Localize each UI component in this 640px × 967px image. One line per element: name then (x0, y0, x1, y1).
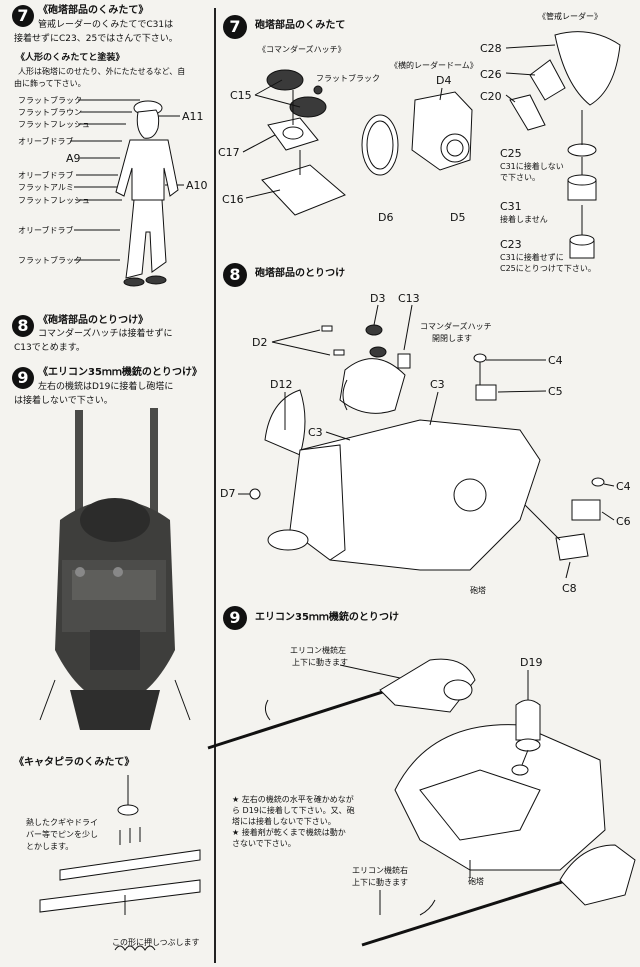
step-9-badge: 9 (12, 367, 34, 389)
figure-line-2: 由に飾って下さい。 (14, 79, 86, 88)
right-step-9-title: エリコン35ｍｍ機銃のとりつけ (255, 612, 400, 623)
part-label-d4: D4 (436, 74, 452, 87)
track-line-1: 熱したクギやドライ (26, 818, 98, 827)
part-label-c3: C3 (430, 378, 445, 391)
part-label-c6: C6 (616, 515, 631, 528)
paint-label: オリーブドラブ (18, 226, 74, 235)
commander-hatch-label: 《コマンダーズハッチ》 (258, 45, 346, 54)
warning-line-1: ★ 左右の機銃の水平を確かめなが (232, 795, 354, 804)
paint-label: オリーブドラブ (18, 137, 74, 146)
hatch-note-line-1: コマンダーズハッチ (420, 322, 492, 331)
paint-label: フラットフレッシュ (18, 196, 90, 205)
left-step-9-line-2: は接着しないで下さい。 (14, 396, 113, 406)
track-line-2: バー等でピンを少し (26, 830, 98, 839)
part-label-c4: C4 (616, 480, 631, 493)
radar-note: 接着しません (500, 215, 548, 224)
left-step-7-line-2: 接着せずにC23、25ではさんで下さい。 (14, 34, 178, 44)
paint-label: フラットアルミ (18, 183, 74, 192)
part-label-c5: C5 (548, 385, 563, 398)
part-label-a9: A9 (66, 152, 81, 165)
gun-left-note-1: エリコン機銃左 (290, 646, 346, 655)
step-7-badge: 7 (12, 5, 34, 27)
part-label-d12: D12 (270, 378, 293, 391)
turret-photo (39, 408, 191, 730)
step-7-badge-right: 7 (223, 15, 247, 39)
part-label-d19: D19 (520, 656, 543, 669)
warning-line-3: 塔には接着しないで下さい。 (232, 817, 336, 826)
part-label-d6: D6 (378, 211, 394, 224)
part-label-d2: D2 (252, 336, 268, 349)
radar-note: C25にとりつけて下さい。 (500, 264, 596, 273)
warning-line-5: さないで下さい。 (232, 839, 296, 848)
left-step-9-title: 《エリコン35ｍｍ機銃のとりつけ》 (38, 367, 203, 378)
track-line-3: とかします。 (26, 842, 74, 851)
track-bottom-note: この形に押しつぶします (112, 938, 200, 947)
track-title: 《キャタピラのくみたて》 (14, 757, 135, 768)
part-label-c26: C26 (480, 68, 502, 81)
gun-right-note-1: エリコン機銃右 (352, 866, 408, 875)
figure-illustration (70, 99, 184, 287)
part-label-c15: C15 (230, 89, 252, 102)
step-8-badge: 8 (12, 315, 34, 337)
radar-note: で下さい。 (500, 173, 540, 182)
track-illustration (39, 775, 201, 951)
part-label-c8: C8 (562, 582, 577, 595)
part-label-c20: C20 (480, 90, 502, 103)
part-label-c16: C16 (222, 193, 244, 206)
step-7-assembly-diagram (242, 31, 621, 259)
left-step-9-line-1: 左右の機銃はD19に接着し砲塔に (38, 382, 174, 392)
part-label-d5: D5 (450, 211, 466, 224)
step-9-turret-label: 砲塔 (468, 877, 484, 886)
part-label-a10: A10 (186, 179, 208, 192)
left-step-8-title: 《砲塔部品のとりつけ》 (38, 315, 149, 326)
flat-black-label: フラットブラック (316, 74, 380, 83)
part-label-d3: D3 (370, 292, 386, 305)
part-label-c28: C28 (480, 42, 502, 55)
radar-title-label: 《管戒レーダー》 (538, 12, 602, 21)
paint-label: フラットブラック (18, 96, 82, 105)
part-label-c31: C31 (500, 200, 522, 213)
radar-dome-label: 《横的レーダードーム》 (390, 61, 478, 70)
step-9-badge-right: 9 (223, 606, 247, 630)
column-divider (214, 8, 216, 963)
part-label-c13: C13 (398, 292, 420, 305)
warning-line-4: ★ 接着剤が乾くまで機銃は動か (232, 828, 346, 837)
right-step-7-title: 砲塔部品のくみたて (255, 20, 346, 31)
paint-label: フラットブラウン (18, 108, 82, 117)
figure-title: 《人形のくみたてと塗装》 (16, 53, 125, 63)
step-8-turret-label: 砲塔 (470, 586, 486, 595)
left-step-8-line-2: C13でとめます。 (14, 343, 85, 353)
radar-note: C31に接着せずに (500, 253, 564, 262)
part-label-a11: A11 (182, 110, 204, 123)
paint-label: フラットフレッシュ (18, 120, 90, 129)
paint-label: フラットブラック (18, 256, 82, 265)
step-8-turret-diagram (238, 304, 615, 579)
gun-right-note-2: 上下に動きます (352, 878, 408, 887)
part-label-d7: D7 (220, 487, 236, 500)
warning-line-2: ら D19に接着して下さい。又、砲 (232, 806, 355, 815)
radar-note: C31に接着しない (500, 162, 564, 171)
part-label-c3: C3 (308, 426, 323, 439)
part-label-c25: C25 (500, 147, 522, 160)
left-step-8-line-1: コマンダーズハッチは接着せずに (38, 329, 173, 339)
part-label-c4: C4 (548, 354, 563, 367)
left-step-7-title: 《砲塔部品のくみたて》 (38, 5, 149, 16)
step-8-badge-right: 8 (223, 263, 247, 287)
gun-left-note-2: 上下に動きます (292, 658, 348, 667)
right-step-8-title: 砲塔部品のとりつけ (255, 268, 346, 279)
left-step-7-line-1: 管戒レーダーのくみたてでC31は (38, 20, 174, 30)
paint-label: オリーブドラブ (18, 171, 74, 180)
hatch-note-line-2: 開閉します (432, 334, 472, 343)
part-label-c23: C23 (500, 238, 522, 251)
figure-line-1: 人形は砲塔にのせたり、外にたたせるなど、自 (18, 67, 186, 76)
part-label-c17: C17 (218, 146, 240, 159)
